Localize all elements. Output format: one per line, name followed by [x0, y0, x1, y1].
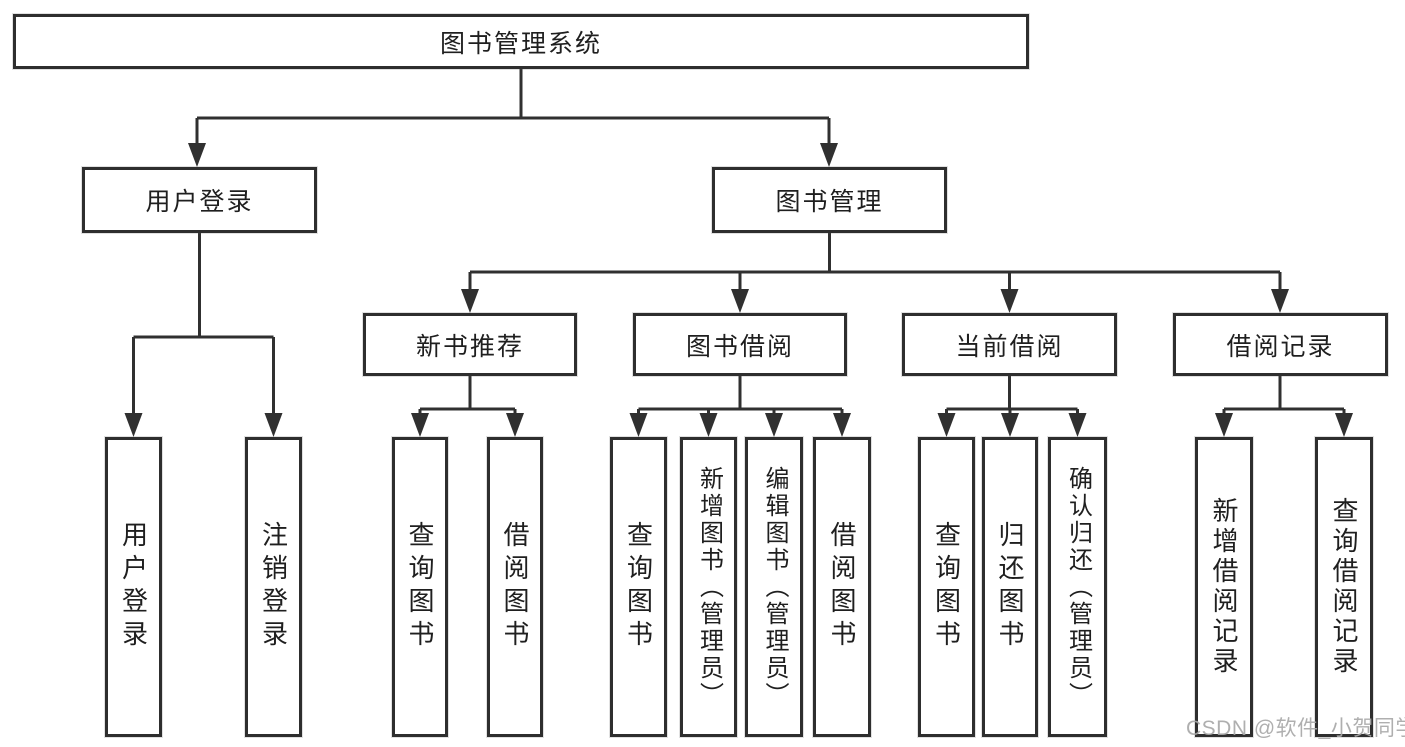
node-label: 查询图书	[623, 521, 654, 653]
node-query-books-recommend: 查询图书	[392, 437, 448, 737]
node-add-books-admin: 新增图书（管理员）	[680, 437, 737, 737]
node-label: 查询图书	[405, 521, 435, 653]
csdn-watermark: CSDN @软件_小贺同学	[1186, 717, 1405, 740]
node-user-login-leaf: 用户登录	[105, 437, 162, 737]
node-borrow-records: 借阅记录	[1173, 313, 1388, 376]
node-label: 查询图书	[931, 521, 962, 653]
node-logout: 注销登录	[245, 437, 302, 737]
node-current-borrowing: 当前借阅	[902, 313, 1117, 376]
node-label: 新增借阅记录	[1209, 497, 1239, 677]
node-label: 编辑图书（管理员）	[761, 465, 788, 709]
node-new-book-recommend: 新书推荐	[363, 313, 577, 376]
node-label: 借阅图书	[827, 521, 857, 653]
node-book-management: 图书管理	[712, 167, 947, 233]
node-label: 用户登录	[145, 188, 254, 216]
node-user-login: 用户登录	[82, 167, 317, 233]
node-label: 用户登录	[118, 521, 149, 653]
node-label: 图书管理	[775, 188, 884, 216]
node-query-books-current: 查询图书	[918, 437, 975, 737]
node-query-books-borrow: 查询图书	[610, 437, 667, 737]
arrowhead-icons	[124, 143, 1353, 437]
node-book-borrowing: 图书借阅	[633, 313, 847, 376]
node-label: 查询借阅记录	[1329, 497, 1359, 677]
node-edit-books-admin: 编辑图书（管理员）	[745, 437, 803, 737]
node-add-borrow-record: 新增借阅记录	[1195, 437, 1253, 737]
node-confirm-return-admin: 确认归还（管理员）	[1048, 437, 1107, 737]
node-label: 借阅记录	[1226, 332, 1335, 361]
node-return-books: 归还图书	[982, 437, 1038, 737]
node-label: 图书管理系统	[439, 29, 602, 58]
node-label: 新书推荐	[415, 332, 524, 361]
node-label: 新增图书（管理员）	[695, 465, 723, 709]
node-library-system: 图书管理系统	[13, 14, 1029, 69]
node-borrow-books-recommend: 借阅图书	[487, 437, 543, 737]
node-borrow-books: 借阅图书	[813, 437, 871, 737]
node-label: 注销登录	[258, 521, 289, 653]
node-query-borrow-record: 查询借阅记录	[1315, 437, 1373, 737]
node-label: 确认归还（管理员）	[1064, 465, 1092, 709]
node-label: 当前借阅	[955, 332, 1064, 361]
node-label: 借阅图书	[500, 521, 530, 653]
node-label: 归还图书	[995, 521, 1025, 653]
node-label: 图书借阅	[685, 332, 794, 361]
